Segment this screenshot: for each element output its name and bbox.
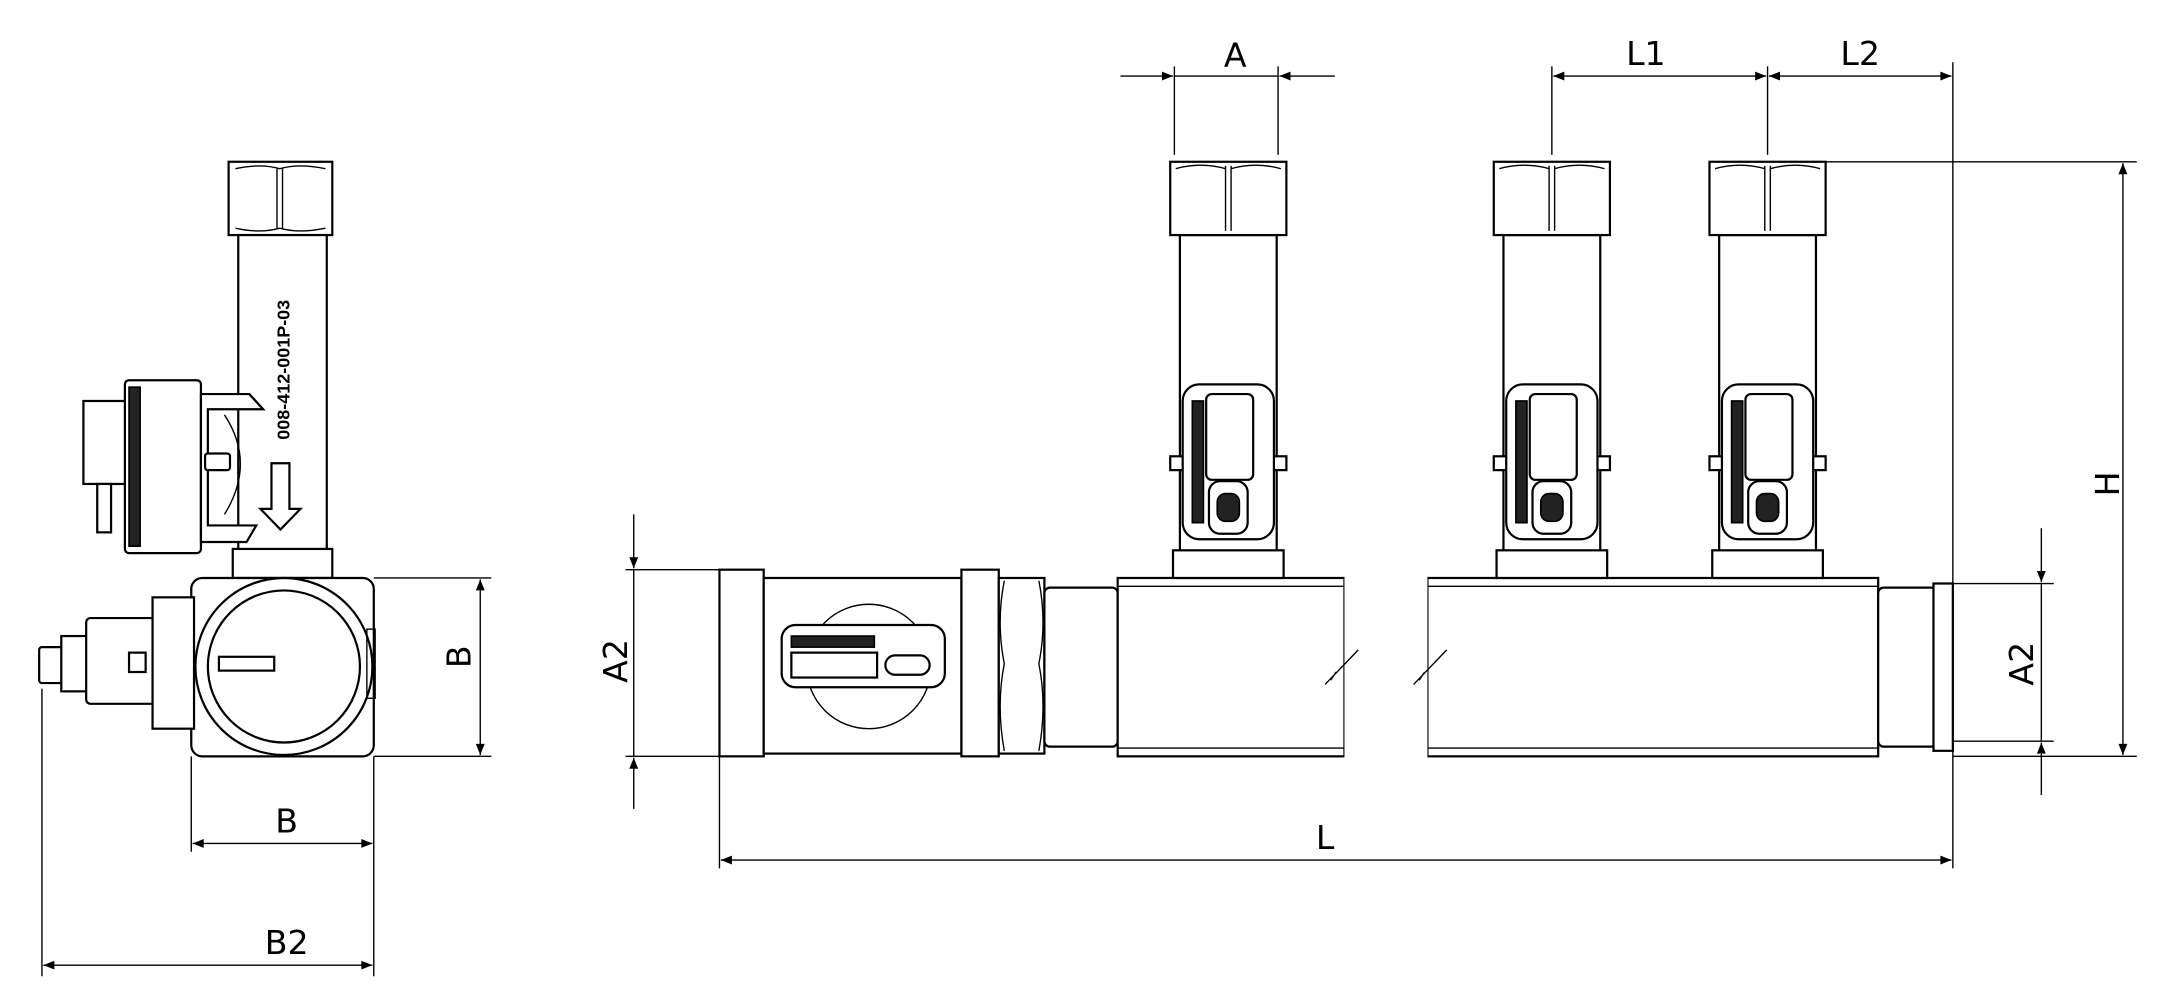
side-top-nut [227, 160, 334, 237]
dim-front-l2: L2 [1768, 34, 1954, 869]
left-end-pipe [718, 568, 765, 758]
manifold-break-gap [1344, 566, 1428, 768]
front-hex-nut [997, 576, 1046, 755]
manifold-body-left [1116, 576, 1346, 758]
outlet [1708, 160, 1827, 580]
dim-front-l: L [718, 756, 1952, 869]
side-view: 008-412-001P-03 B B [38, 160, 492, 977]
dim-front-h: H [1825, 161, 2137, 758]
dim-label: L2 [1840, 34, 1880, 73]
part-number-label: 008-412-001P-03 [273, 300, 293, 440]
side-lower-nut [231, 547, 334, 580]
outlet-base-nut [1711, 549, 1824, 580]
break-mark [1413, 649, 1448, 685]
actuator-side [1515, 400, 1528, 524]
dim-front-a2-left: A2 [596, 514, 720, 809]
dim-label: H [2088, 471, 2127, 496]
actuator-side [1191, 400, 1205, 524]
front-view: A2 A L1 L2 H A2 L [596, 34, 2137, 869]
outlet [1169, 160, 1288, 580]
side-connector [38, 596, 196, 730]
outlet [1492, 160, 1612, 580]
outlet-nut [1492, 160, 1612, 237]
front-valve-body [762, 576, 963, 755]
outlet-base-nut [1495, 549, 1609, 580]
right-end-cap [1877, 582, 1954, 752]
front-reducer [1043, 586, 1119, 748]
dim-side-b-horizontal: B [190, 756, 375, 977]
dim-front-a: A [1120, 35, 1335, 155]
dim-label: B2 [265, 923, 309, 962]
dim-label: L [1316, 818, 1335, 857]
manifold-body-right [1426, 576, 1880, 758]
dim-label: B [440, 645, 479, 668]
break-mark [1324, 649, 1359, 685]
dim-side-b-vertical: B [373, 577, 492, 758]
dim-front-l1: L1 [1551, 34, 1769, 155]
actuator-side [1730, 400, 1744, 524]
outlet-nut [1169, 160, 1288, 237]
flow-arrow-icon [257, 462, 304, 532]
dim-label: A [1224, 35, 1247, 74]
side-actuator [82, 379, 266, 555]
dim-label: A2 [2002, 642, 2041, 686]
dim-label: B [275, 801, 298, 840]
dim-side-b2: B2 [41, 688, 373, 977]
front-ring [960, 568, 1000, 758]
side-body [190, 576, 376, 758]
outlet-nut [1708, 160, 1827, 237]
dim-label: L1 [1626, 34, 1666, 73]
outlet-base-nut [1171, 549, 1285, 580]
dim-label: A2 [596, 639, 635, 683]
dim-front-a2-right: A2 [1952, 528, 2054, 796]
